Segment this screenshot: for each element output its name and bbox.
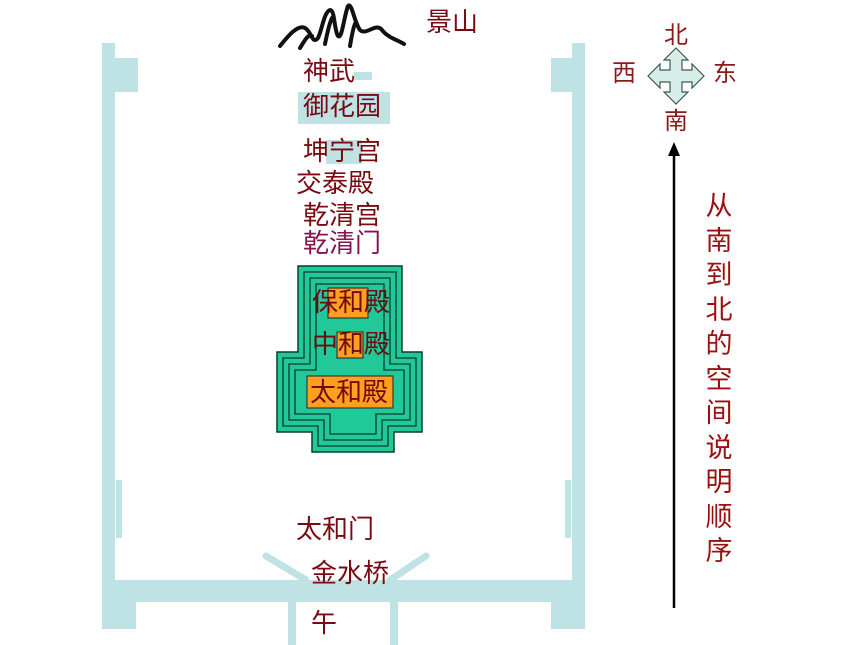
compass-west: 西 <box>612 59 636 87</box>
label-taihedian: 太和殿 <box>310 378 389 408</box>
compass-east: 东 <box>713 59 737 87</box>
label-taihemen: 太和门 <box>296 515 375 545</box>
label-yuhuayuan: 御花园 <box>303 92 382 122</box>
palace-wall <box>102 43 585 645</box>
compass-cross-icon <box>647 47 705 105</box>
label-qianqinggong: 乾清宫 <box>303 201 382 231</box>
label-wumen: 午 <box>311 609 338 639</box>
label-kunninggong: 坤宁宫 <box>303 137 382 167</box>
label-qianqingmen: 乾清门 <box>303 229 382 259</box>
taihedian-block <box>306 375 394 409</box>
label-zhonghedian: 中和殿 <box>312 330 391 360</box>
south-to-north-arrow-icon <box>668 142 680 608</box>
label-jingshan: 景山 <box>426 8 479 38</box>
compass-north: 北 <box>664 21 688 49</box>
jingshan-mountain-icon <box>278 3 406 50</box>
sequence-note: 从南到北的空间说明顺序 <box>705 191 733 567</box>
label-jinshuiqiao: 金水桥 <box>311 559 390 589</box>
label-jiaotaidian: 交泰殿 <box>296 169 375 199</box>
zhonghedian-block <box>336 331 364 359</box>
label-shenwumen: 神武 <box>303 57 356 87</box>
label-baohedian: 保和殿 <box>312 288 391 318</box>
compass-south: 南 <box>664 107 688 135</box>
baohedian-block <box>327 287 369 319</box>
inner-courts <box>298 72 390 164</box>
jinshui-bridge <box>262 552 430 584</box>
hall-blocks <box>306 287 394 409</box>
